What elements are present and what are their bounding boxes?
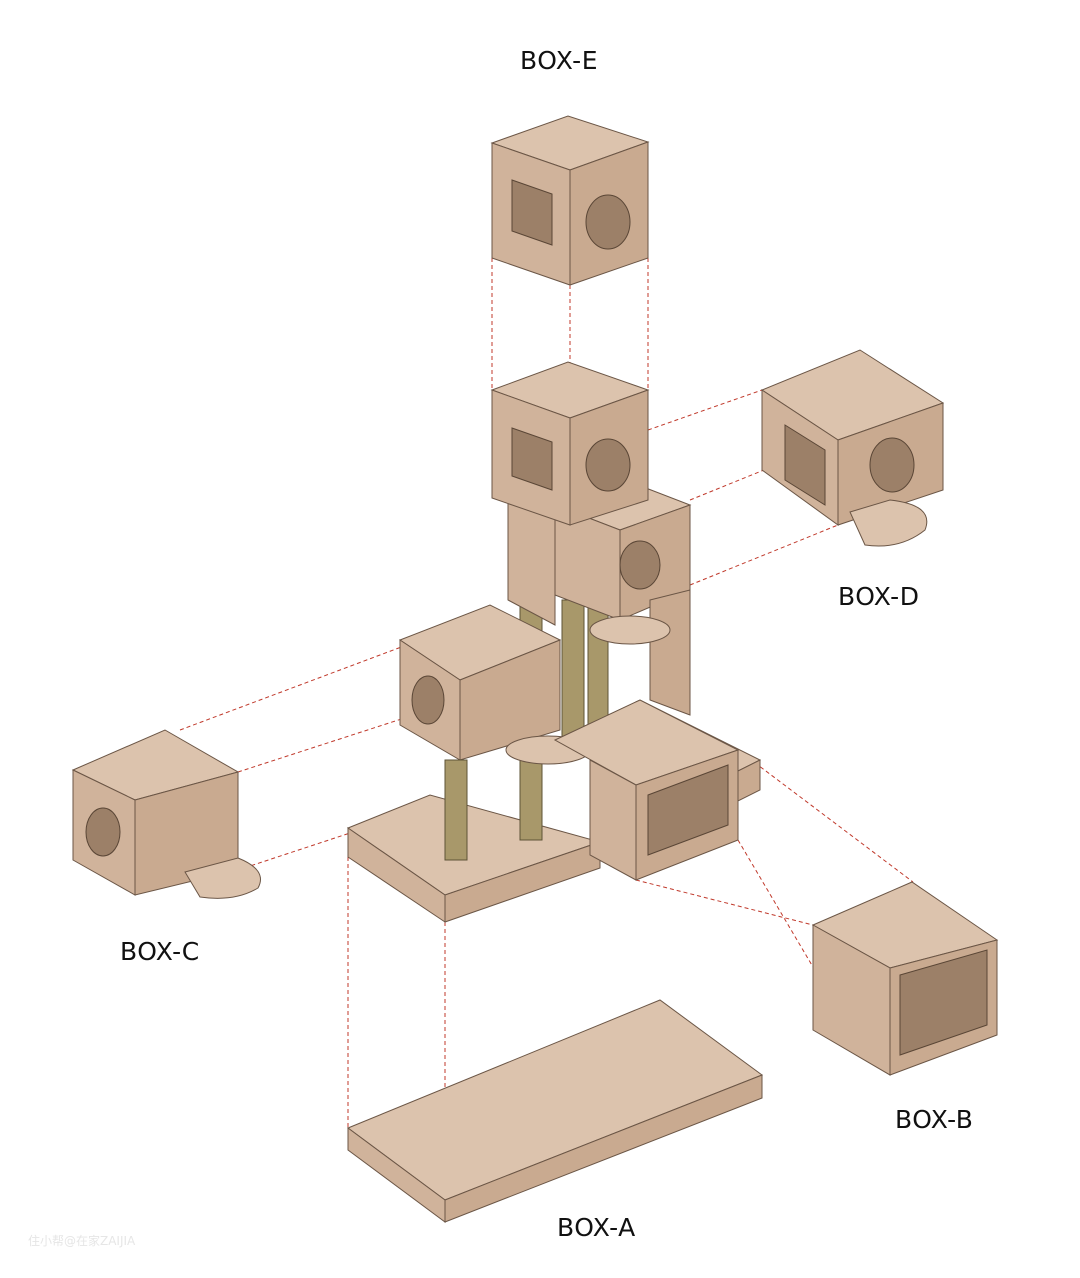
box-e-module bbox=[490, 115, 650, 286]
label-box-e: BOX-E bbox=[520, 46, 598, 75]
box-b-module bbox=[811, 881, 999, 1076]
box-a-module bbox=[346, 999, 764, 1223]
assembled-cat-tree bbox=[346, 361, 762, 923]
label-box-a: BOX-A bbox=[557, 1213, 636, 1242]
label-box-b: BOX-B bbox=[895, 1105, 974, 1134]
label-box-c: BOX-C bbox=[120, 937, 200, 966]
box-d-module bbox=[760, 349, 945, 547]
box-c-module bbox=[71, 729, 261, 899]
label-box-d: BOX-D bbox=[838, 582, 920, 611]
round-opening bbox=[585, 194, 631, 250]
watermark: 住小帮@在家ZAIJIA bbox=[28, 1234, 136, 1248]
square-opening bbox=[511, 179, 553, 246]
